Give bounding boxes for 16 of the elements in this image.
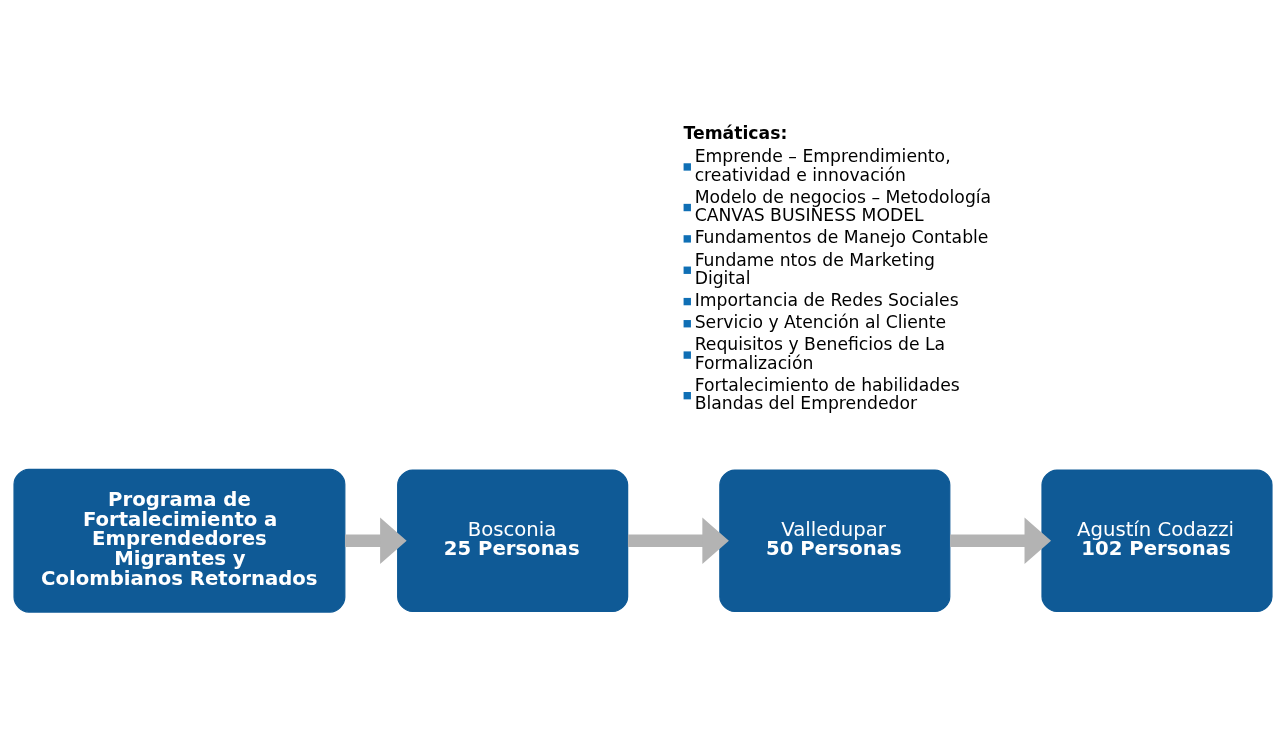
label: Temáticas:	[683, 122, 788, 143]
label: Fundame ntos de Marketing Digital	[694, 249, 935, 288]
label: Emprende – Emprendimiento, creatividad e innovación	[694, 145, 951, 185]
node-box: Bosconia 25 Personas	[397, 468, 629, 612]
arrow	[627, 517, 729, 564]
label: Fundamentos de Manejo Contable	[694, 226, 989, 247]
node-box: Agustín Codazzi 102 Personas	[1041, 468, 1273, 612]
label: Importancia de Redes Sociales	[694, 289, 959, 310]
arrow	[345, 517, 407, 564]
node-box: Programa de Fortalecimiento a Emprendedores Migrantes y Colombianos Retornados	[13, 468, 346, 613]
label: Servicio y Atención al Cliente	[694, 311, 947, 332]
arrow	[950, 517, 1052, 564]
node-box: Valledupar 50 Personas	[719, 468, 951, 612]
label: Fortalecimiento de habilidades Blandas del Emprendedor	[694, 374, 960, 413]
label: Requisitos y Beneficios de La Formalización	[694, 333, 946, 373]
label: Modelo de negocios – Metodología CANVAS BUSINESS MODEL	[694, 186, 992, 225]
